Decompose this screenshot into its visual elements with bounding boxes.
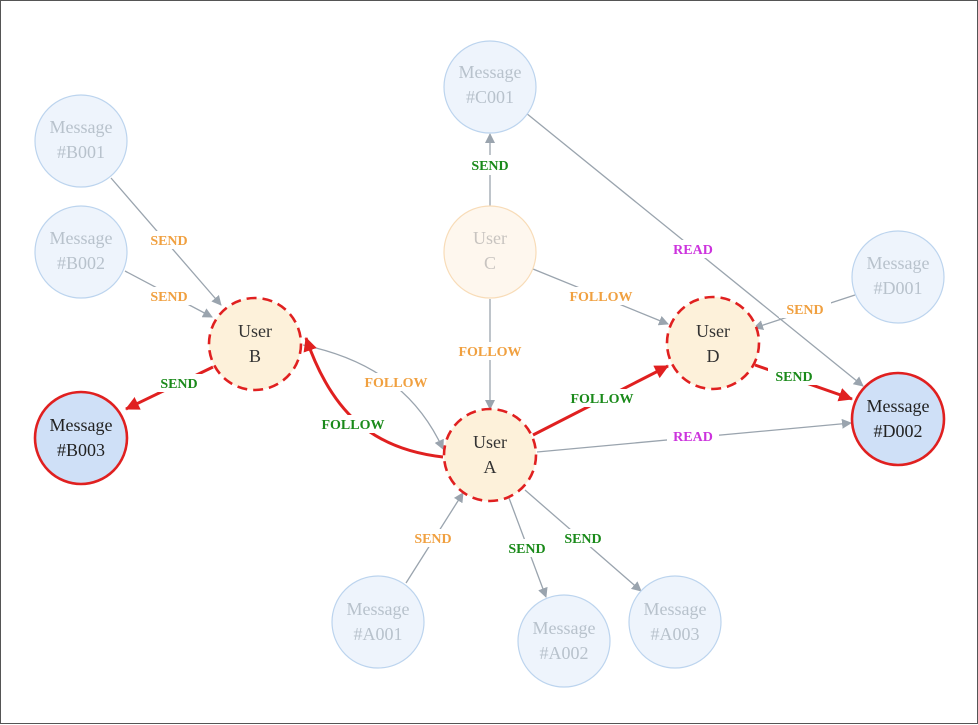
- node-label-line1: User: [473, 228, 507, 248]
- label-a-follow-b: FOLLOW: [321, 418, 384, 433]
- node-user-b[interactable]: User B: [207, 296, 303, 392]
- edge-labels: SEND SEND SEND SEND FOLLOW FOLLOW FOLLOW…: [143, 155, 831, 557]
- node-message-b003[interactable]: Message #B003: [33, 390, 129, 486]
- edge-a-follow-b: [303, 337, 444, 459]
- node-label-line2: #B001: [57, 142, 105, 162]
- node-label-line2: #C001: [466, 87, 514, 107]
- node-label-line2: C: [484, 253, 496, 273]
- node-user-c[interactable]: User C: [443, 205, 537, 299]
- node-label-line1: Message: [459, 62, 522, 82]
- node-message-a003[interactable]: Message #A003: [628, 575, 722, 669]
- node-label-line2: #B002: [57, 253, 105, 273]
- node-label-line1: Message: [867, 253, 930, 273]
- node-label-line1: Message: [50, 228, 113, 248]
- label-c-follow-a: FOLLOW: [458, 345, 521, 360]
- node-message-b002[interactable]: Message #B002: [34, 205, 128, 299]
- node-message-b001[interactable]: Message #B001: [34, 94, 128, 188]
- node-label-line1: Message: [867, 396, 930, 416]
- label-b-follow-a: FOLLOW: [364, 376, 427, 391]
- node-label-line2: #D002: [874, 421, 923, 441]
- node-label-line1: Message: [644, 599, 707, 619]
- node-label-line2: D: [707, 346, 720, 366]
- label-b-send-b003: SEND: [160, 377, 197, 392]
- node-label-line1: Message: [50, 117, 113, 137]
- node-label-line2: #D001: [874, 278, 923, 298]
- node-label-line1: User: [473, 432, 507, 452]
- node-label-line1: User: [238, 321, 272, 341]
- label-a001-send-a: SEND: [414, 532, 451, 547]
- label-c-send-c001: SEND: [471, 159, 508, 174]
- node-label-line2: #A002: [540, 643, 589, 663]
- label-b002-send-b: SEND: [150, 290, 187, 305]
- node-label-line1: Message: [347, 599, 410, 619]
- label-c-follow-d: FOLLOW: [569, 290, 632, 305]
- node-label-line1: User: [696, 321, 730, 341]
- node-user-d[interactable]: User D: [665, 295, 761, 391]
- label-c001-read-d002: READ: [673, 243, 713, 258]
- node-label-line2: #A001: [354, 624, 403, 644]
- label-d-send-d002: SEND: [775, 370, 812, 385]
- node-label-line1: Message: [50, 415, 113, 435]
- node-label-line2: #A003: [651, 624, 700, 644]
- node-label-line2: A: [484, 457, 497, 477]
- node-message-d001[interactable]: Message #D001: [851, 230, 945, 324]
- label-a-follow-d: FOLLOW: [570, 392, 633, 407]
- node-label-line2: #B003: [57, 440, 105, 460]
- node-label-line2: B: [249, 346, 261, 366]
- node-user-a[interactable]: User A: [442, 407, 538, 503]
- node-message-a002[interactable]: Message #A002: [517, 594, 611, 688]
- label-a-read-d002: READ: [673, 430, 713, 445]
- node-message-a001[interactable]: Message #A001: [331, 575, 425, 669]
- label-a-send-a003: SEND: [564, 532, 601, 547]
- label-a-send-a002: SEND: [508, 542, 545, 557]
- node-message-c001[interactable]: Message #C001: [443, 40, 537, 134]
- node-label-line1: Message: [533, 618, 596, 638]
- label-b001-send-b: SEND: [150, 234, 187, 249]
- node-message-d002[interactable]: Message #D002: [850, 371, 946, 467]
- label-d001-send-d: SEND: [786, 303, 823, 318]
